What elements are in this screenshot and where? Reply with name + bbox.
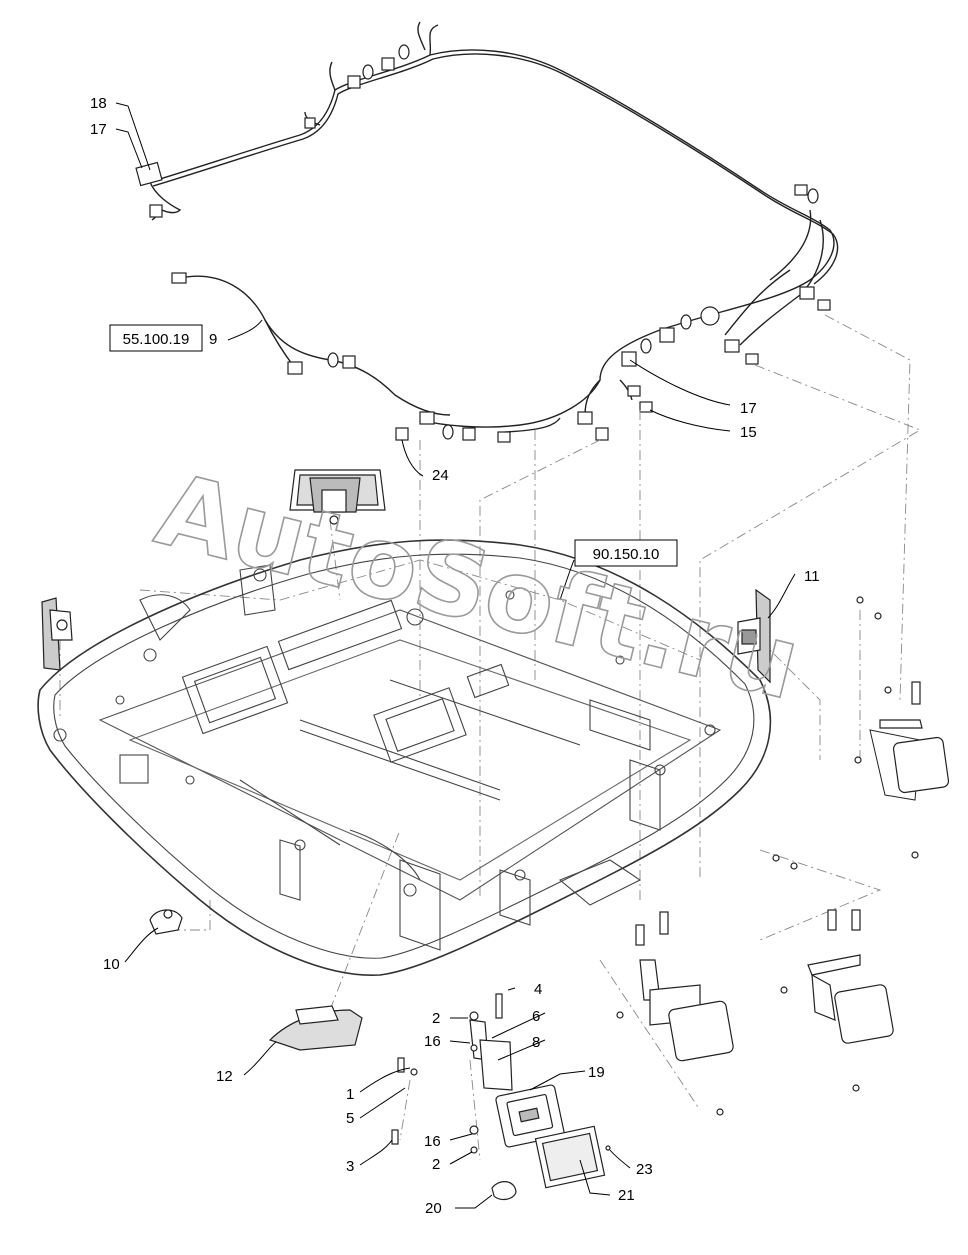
reference-label-55-100-19: 55.100.19	[123, 331, 190, 348]
callout-17-lower: 17	[740, 400, 757, 417]
dashed-leaders	[59, 314, 922, 1161]
callout-4: 4	[534, 981, 542, 998]
work-light-upper-right	[854, 596, 950, 859]
wiring-harness	[149, 21, 839, 433]
callout-16-lower: 16	[424, 1133, 441, 1150]
left-lamp	[41, 597, 73, 671]
callout-21: 21	[618, 1187, 635, 1204]
callout-3: 3	[346, 1158, 354, 1175]
work-light-lower-right	[772, 854, 894, 1092]
rear-lamp-12	[268, 1005, 363, 1051]
right-lamp	[737, 588, 771, 684]
callout-2-upper: 2	[432, 1010, 440, 1027]
callout-9: 9	[209, 331, 217, 348]
callout-2-lower: 2	[432, 1156, 440, 1173]
callout-24: 24	[432, 467, 449, 484]
cab-roof	[37, 539, 772, 976]
reference-box-90-150-10: 90.150.10	[574, 539, 678, 567]
callout-12: 12	[216, 1068, 233, 1085]
callout-6: 6	[532, 1008, 540, 1025]
watermark: AutoSoft.ru	[146, 450, 810, 722]
top-lamp	[289, 469, 386, 525]
callout-labels: 18 17 9 17 15 24 11 10 4 2 6 16 8 12 1 1…	[90, 95, 820, 1217]
callout-11: 11	[804, 568, 820, 585]
lamp-assembly-19-21	[391, 993, 611, 1201]
reference-box-55-100-19: 55.100.19	[109, 324, 203, 352]
callout-23: 23	[636, 1161, 653, 1178]
callout-19: 19	[588, 1064, 605, 1081]
callout-15: 15	[740, 424, 757, 441]
callout-5: 5	[346, 1110, 354, 1127]
callout-leaders	[115, 102, 796, 1209]
callout-1: 1	[346, 1086, 354, 1103]
work-light-middle	[616, 911, 734, 1116]
harness-connectors	[135, 44, 831, 443]
callout-16-upper: 16	[424, 1033, 441, 1050]
callout-10: 10	[103, 956, 120, 973]
callout-8: 8	[532, 1034, 540, 1051]
reference-label-90-150-10: 90.150.10	[593, 546, 660, 563]
callout-17-upper: 17	[90, 121, 107, 138]
callout-20: 20	[425, 1200, 442, 1217]
callout-18: 18	[90, 95, 107, 112]
